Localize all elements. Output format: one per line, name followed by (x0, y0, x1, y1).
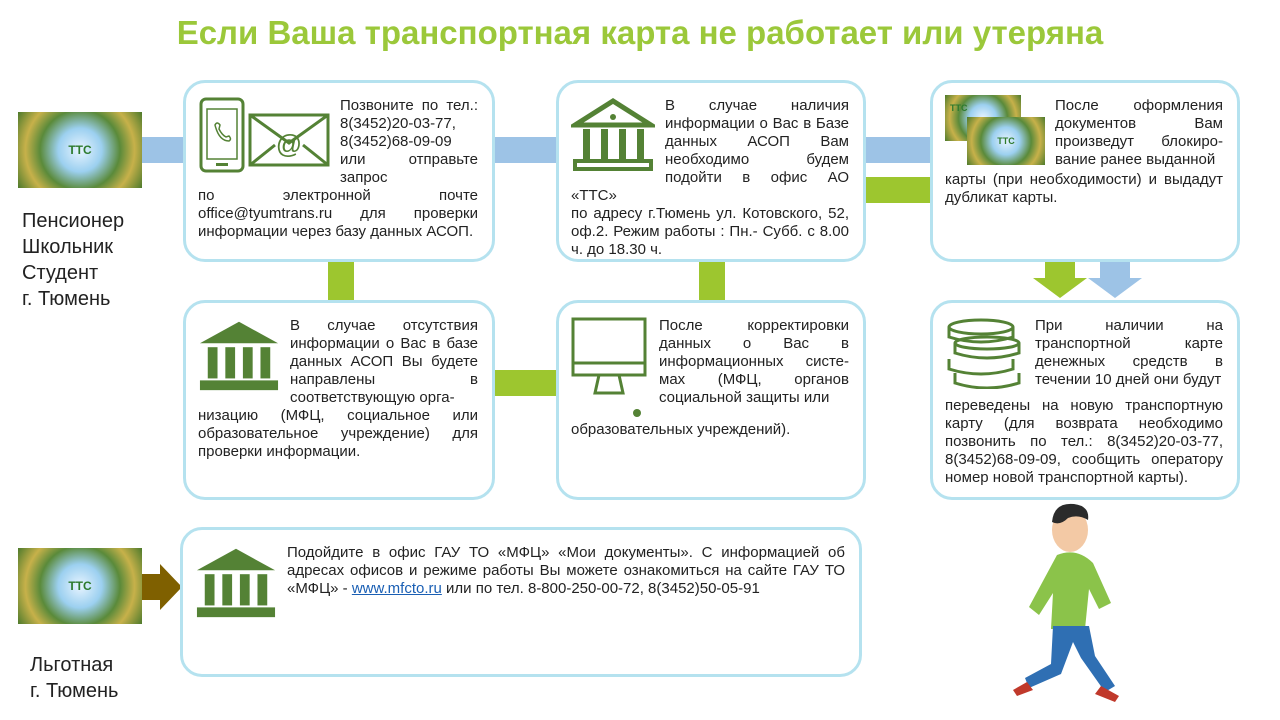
mfc-website-link[interactable]: www.mfcto.ru (351, 580, 442, 597)
connector (495, 137, 557, 163)
step-text: карты (при необходимости) и выдадут дубл… (945, 171, 1223, 206)
bank-building-icon (571, 98, 655, 171)
step-text: переведены на новую транспортную карту (… (945, 397, 1223, 486)
bank-building-icon (199, 321, 279, 391)
step-text: низацию (МФЦ, социальное или образовател… (198, 407, 478, 460)
step-text: или по тел. 8-800-250-00-72, 8(3452)50-0… (441, 580, 760, 597)
transport-card-image: ТТС (18, 112, 142, 188)
step-text: по адресу г.Тюмень ул. Котовского, 52, о… (571, 205, 849, 258)
step-office-visit: В случае наличия информации о Вас в Базе… (556, 80, 866, 262)
connector (142, 137, 187, 163)
arrow-right-brown-icon (142, 564, 182, 610)
step-funds-transfer: При наличии на транспортной карте денежн… (930, 300, 1240, 500)
coins-icon (947, 318, 1021, 389)
step-no-data: В случае отсутствия информации о Вас в б… (183, 300, 495, 500)
step-text: В случае наличия информации о Вас в Базе… (571, 97, 849, 204)
category: Студент (22, 262, 99, 284)
categories-bottom: Льготная г. Тюмень (30, 652, 118, 704)
connector (328, 262, 354, 300)
step-text: Подойдите в офис ГАУ ТО «МФЦ» «Мои докум… (287, 544, 845, 597)
categories-top: Пенсионер Школьник Студент г. Тюмень (22, 208, 124, 312)
arrow-down-green-icon (1033, 262, 1087, 298)
running-man-illustration (1013, 503, 1119, 702)
step-text: При наличии на транспортной карте денежн… (1035, 317, 1223, 388)
step-mfc: Подойдите в офис ГАУ ТО «МФЦ» «Мои докум… (180, 527, 862, 677)
category: г. Тюмень (30, 680, 119, 702)
svg-text:@: @ (276, 129, 302, 159)
category: г. Тюмень (22, 288, 111, 310)
arrow-down-blue-icon (1088, 262, 1142, 298)
step-text: После корректировки данных о Вас в инфор… (659, 317, 849, 406)
category: Пенсионер (22, 210, 125, 232)
computer-icon (571, 317, 647, 417)
connector (866, 137, 932, 163)
transport-card-image: ТТС (18, 548, 142, 624)
connector (699, 262, 725, 300)
category: Школьник (22, 236, 114, 258)
step-text: образовательных учреждений). (571, 421, 791, 438)
step-text: После оформления документов Вам произвед… (1055, 97, 1223, 168)
step-call-email: @ Позвоните по тел.: 8(3452)20-03-77, 8(… (183, 80, 495, 262)
step-text: по электронной почте office@tyumtrans.ru… (198, 187, 478, 240)
step-text: Подойдите в офис ГАУ ТО «МФЦ» «Мои докум… (195, 544, 845, 598)
phone-email-icon: @ (199, 97, 330, 173)
bank-building-icon (196, 548, 276, 618)
cards-image: ТТС ТТС (945, 95, 1045, 167)
step-block-duplicate: ТТС ТТС После оформления документов Вам … (930, 80, 1240, 262)
logo: ТТС (68, 143, 92, 157)
step-correction: После корректировки данных о Вас в инфор… (556, 300, 866, 500)
step-text: В случае отсутствия информации о Вас в б… (290, 317, 478, 406)
logo: ТТС (68, 579, 92, 593)
transport-card-image: ТТС (967, 117, 1045, 165)
connector (495, 370, 557, 396)
category: Льготная (30, 654, 114, 676)
page-title: Если Ваша транспортная карта не работает… (176, 14, 1104, 51)
logo: ТТС (950, 103, 968, 113)
logo: ТТС (997, 136, 1015, 146)
connector (866, 177, 932, 203)
step-text: Позвоните по тел.: 8(3452)20-03-77, 8(34… (340, 97, 478, 186)
